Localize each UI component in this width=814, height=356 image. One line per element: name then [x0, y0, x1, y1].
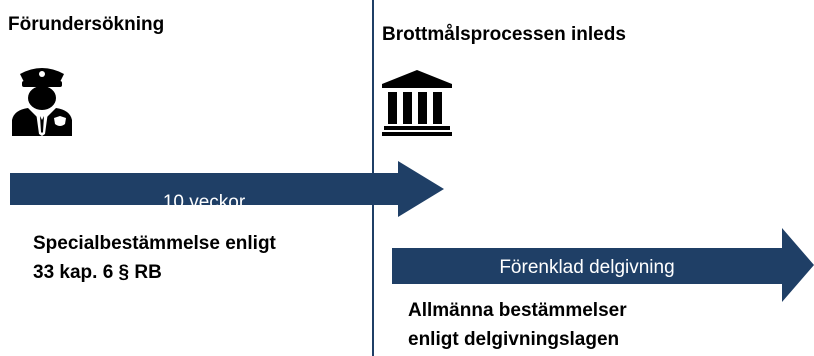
special-provision-note: Specialbestämmelse enligt 33 kap. 6 § RB [33, 229, 276, 287]
simplified-service-arrow [392, 228, 814, 302]
special-provision-line-2: 33 kap. 6 § RB [33, 262, 162, 283]
phase-title-criminal-process: Brottmålsprocessen inleds [382, 24, 626, 45]
general-provisions-line-1: Allmänna bestämmelser [408, 300, 627, 321]
simplified-service-label: Förenklad delgivning [499, 257, 675, 278]
general-provisions-note: Allmänna bestämmelser enligt delgivnings… [408, 296, 627, 354]
police-officer-icon [10, 62, 74, 143]
ten-weeks-label: 10 veckor [162, 192, 246, 213]
courthouse-icon [382, 70, 452, 141]
ten-weeks-arrow [10, 161, 444, 217]
phase-title-preliminary-investigation: Förundersökning [8, 14, 165, 35]
special-provision-line-1: Specialbestämmelse enligt [33, 233, 276, 254]
general-provisions-line-2: enligt delgivningslagen [408, 329, 620, 350]
